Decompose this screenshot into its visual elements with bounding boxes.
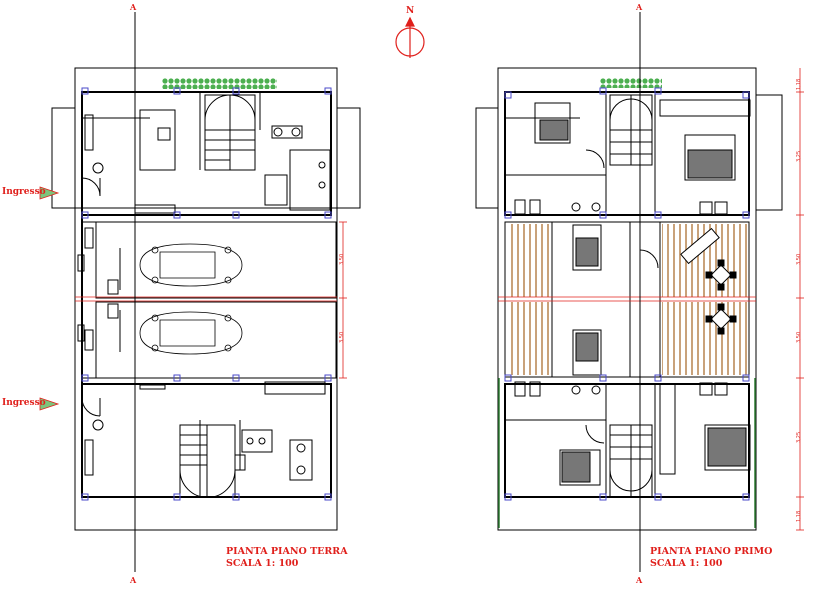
car-bottom xyxy=(139,311,243,355)
first-top-house xyxy=(504,91,750,216)
dimension-first-1: 1,18 xyxy=(796,78,802,90)
sun-lounger xyxy=(680,227,720,265)
north-arrow-icon xyxy=(395,16,425,58)
terrace-left-top xyxy=(507,224,551,297)
dimension-first-6: 1,18 xyxy=(796,510,802,522)
dimension-first-4: 3,50 xyxy=(796,331,802,343)
staircase-first-bottom xyxy=(609,424,653,498)
property-line-first xyxy=(498,68,804,531)
bed-bottom-left xyxy=(559,449,601,486)
ground-roof-line-top xyxy=(74,67,338,209)
entrance-arrow-top xyxy=(39,186,60,200)
section-mark-ground-bottom: A xyxy=(130,575,137,585)
north-label: N xyxy=(406,6,415,16)
entrance-label-bottom: Ingresso xyxy=(2,398,46,408)
kitchen-top xyxy=(264,149,331,211)
terrace-right-bottom xyxy=(662,302,748,375)
terrace-left-bottom xyxy=(507,302,551,375)
first-floor-title: PIANTA PIANO PRIMO xyxy=(650,546,773,557)
bed-mid-1 xyxy=(572,224,602,271)
dining-table-top xyxy=(271,125,303,139)
hedge-top-first xyxy=(600,78,662,88)
ground-floor-scale: SCALA 1: 100 xyxy=(226,558,299,569)
section-mark-first-bottom: A xyxy=(636,575,643,585)
entrance-arrow-bottom xyxy=(39,397,60,411)
terrace-table-1 xyxy=(705,259,737,291)
ground-top-house xyxy=(81,91,332,216)
dimension-first-3: 3,50 xyxy=(796,253,802,265)
terrace-table-2 xyxy=(705,303,737,335)
staircase-bottom xyxy=(179,424,236,498)
garage-top xyxy=(95,221,337,299)
property-line-ground xyxy=(75,221,347,379)
ground-outer-boundary xyxy=(74,67,338,531)
dining-table-bottom xyxy=(289,439,313,481)
entrance-label-top: Ingresso xyxy=(2,187,46,197)
ground-floor-plan xyxy=(51,67,361,531)
car-top xyxy=(139,243,243,287)
columns-ground xyxy=(81,87,332,501)
staircase-top xyxy=(204,94,256,171)
dimension-ground-2: 3,50 xyxy=(339,331,345,343)
hedge-top-ground xyxy=(162,78,277,89)
kitchen-bottom xyxy=(234,429,273,471)
bed-bottom-right xyxy=(704,424,751,471)
sofa-top xyxy=(139,109,176,171)
first-floor-scale: SCALA 1: 100 xyxy=(650,558,723,569)
first-outer-boundary xyxy=(497,67,757,531)
dimension-first-5: 3,25 xyxy=(796,431,802,443)
staircase-first-top xyxy=(609,94,653,166)
dimension-ground-1: 3,50 xyxy=(339,253,345,265)
garage-bottom xyxy=(95,301,337,379)
columns-first xyxy=(504,87,750,501)
bed-mid-2 xyxy=(572,329,602,376)
ground-floor-title: PIANTA PIANO TERRA xyxy=(226,546,348,557)
section-mark-ground-top: A xyxy=(130,2,137,12)
first-floor-plan xyxy=(475,67,783,531)
bed-top-right xyxy=(684,134,736,181)
dimension-first-2: 3,25 xyxy=(796,150,802,162)
section-mark-first-top: A xyxy=(636,2,643,12)
bed-top-left xyxy=(534,102,571,144)
